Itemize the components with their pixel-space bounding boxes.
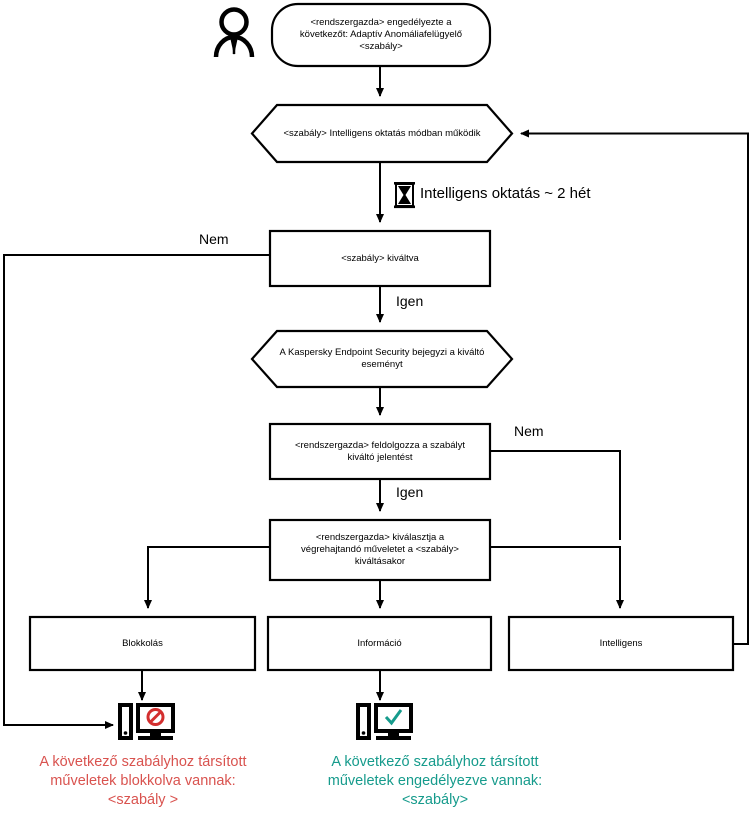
caption-blocked-actions: A következő szabályhoz társított művelet… bbox=[39, 754, 247, 808]
edge-selectaction-to-smart bbox=[490, 546, 624, 609]
person-icon bbox=[213, 7, 255, 58]
edge-processreport-no-to-smart bbox=[490, 450, 621, 540]
node-action-block-shape bbox=[28, 615, 257, 672]
node-rule-triggered-shape bbox=[268, 229, 492, 288]
edge-label-triggered-yes: Igen bbox=[396, 293, 424, 309]
edge-selectaction-to-block bbox=[144, 546, 270, 609]
edge-label-triggered-no: Nem bbox=[199, 231, 229, 247]
edge-smart-loop-back bbox=[520, 129, 749, 645]
node-rule-in-smart-training-mode-shape bbox=[250, 103, 514, 164]
computer-allowed-icon bbox=[356, 703, 413, 740]
node-admin-selects-action-shape bbox=[268, 518, 492, 582]
node-admin-processes-report-shape bbox=[268, 422, 492, 481]
edge-label-report-no: Nem bbox=[514, 423, 544, 439]
node-admin-enables-rule-shape bbox=[270, 2, 492, 68]
node-kes-logs-trigger-event-shape bbox=[250, 329, 514, 389]
edge-label-report-yes: Igen bbox=[396, 484, 424, 500]
hourglass-icon bbox=[394, 182, 415, 209]
computer-blocked-icon bbox=[118, 703, 175, 740]
edge-triggered-no-loop bbox=[3, 254, 270, 729]
node-action-inform-shape bbox=[266, 615, 493, 672]
caption-allowed-actions: A következő szabályhoz társított művelet… bbox=[327, 754, 543, 808]
node-action-smart-shape bbox=[507, 615, 735, 672]
annotation-training-duration: Intelligens oktatás ~ 2 hét bbox=[420, 185, 591, 202]
